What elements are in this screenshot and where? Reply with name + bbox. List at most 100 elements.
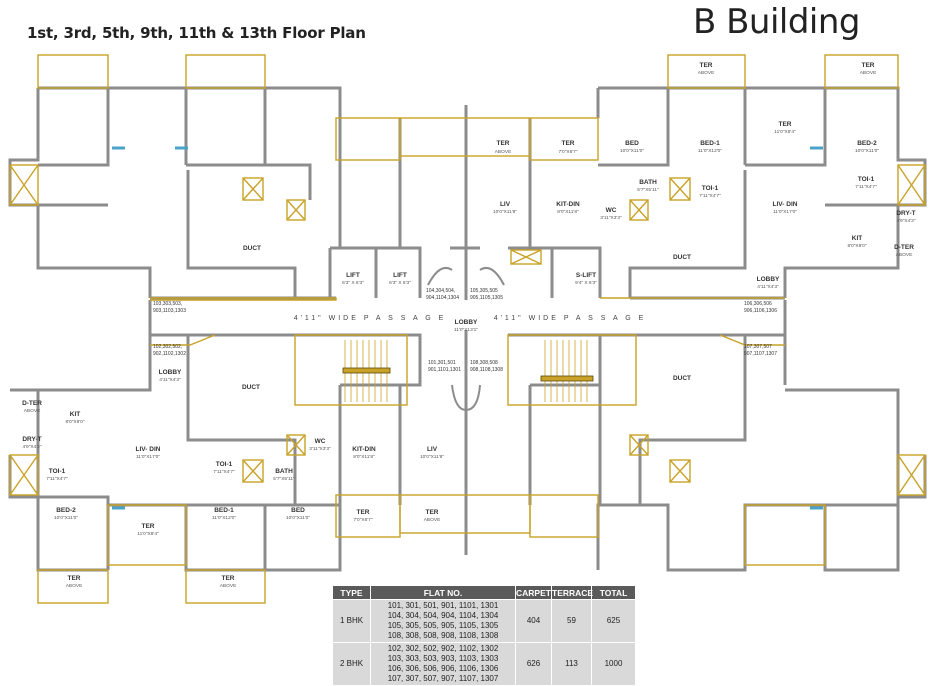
bed-1-top-right: BED-1	[700, 140, 720, 147]
liv-din-top-right-dim: 11'0"X17'0"	[773, 209, 797, 215]
bed-bottom-left: BED	[291, 507, 305, 514]
flats-center-left2-l2: 901,1101,1301	[428, 367, 461, 373]
kit-din-bottom: KIT-DIN	[352, 446, 376, 453]
flats-mid-left-l2: 902,1102,1302	[153, 351, 186, 357]
bed-2-bottom-left: BED-2	[56, 507, 76, 514]
flats-top-right-l1: 106,306,506	[744, 301, 772, 307]
flat-line: 106, 306, 506, 906, 1106, 1306	[387, 664, 499, 673]
row-terrace: 113	[551, 642, 592, 686]
kit-bottom-left-dim: 8'0"X9'0"	[65, 419, 84, 425]
s-lift: S-LIFT	[576, 272, 596, 279]
terraces	[9, 54, 926, 604]
table-row: 1 BHK 101, 301, 501, 901, 1101, 1301 104…	[332, 599, 636, 643]
bath-bottom-left: BATH	[275, 468, 293, 475]
bed-top-right: BED	[625, 140, 639, 147]
row-flat-no: 101, 301, 501, 901, 1101, 1301 104, 304,…	[370, 599, 516, 643]
row-total: 1000	[591, 642, 636, 686]
bed-2-top-right: BED-2	[857, 140, 877, 147]
row-type: 1 BHK	[332, 599, 371, 643]
ter-bottom-left-inner: TER	[142, 523, 155, 530]
d-ter-top-right-note: ABOVE	[896, 252, 913, 258]
header-total: TOTAL	[591, 585, 636, 600]
ter-bottom-small: TER	[357, 509, 370, 516]
ter-bottom-left-inner-dim: 11'0"X8'4"	[137, 531, 159, 537]
passage-left: 4'11" WIDE P A S S A G E	[294, 315, 447, 322]
duct-top-right: DUCT	[673, 254, 691, 261]
ter-above-bl1: TER	[68, 575, 81, 582]
header-flat-no: FLAT NO.	[370, 585, 516, 600]
dry-t-bottom-left-dim: 4'9"X4'3"	[22, 444, 41, 450]
header-carpet: CARPET	[515, 585, 552, 600]
header-type: TYPE	[332, 585, 371, 600]
ter-above-tr2: TER	[862, 62, 875, 69]
ter-top-right-small-dim: 7'0"X6'7"	[558, 149, 577, 155]
dry-t-bottom-left: DRY-T	[22, 436, 41, 443]
lift-2: LIFT	[393, 272, 407, 279]
row-carpet: 404	[515, 599, 552, 643]
area-table: TYPE FLAT NO. CARPET TERRACE TOTAL 1 BHK…	[332, 585, 636, 686]
lobby-center: LOBBY	[455, 319, 478, 326]
ter-above-tr2-note: ABOVE	[860, 70, 877, 76]
lobby-center-dim: 11'0"X13'1"	[454, 327, 478, 333]
ter-above-bl2-note: ABOVE	[220, 583, 237, 589]
lobby-right-dim: 4'11"X4'3"	[757, 284, 779, 290]
kit-top-right: KIT	[852, 235, 863, 242]
flats-top-left-l2: 903,1103,1303	[153, 308, 186, 314]
lobby-curves	[427, 266, 505, 411]
ter-top-center-note: ABOVE	[495, 149, 512, 155]
plan-title: 1st, 3rd, 5th, 9th, 11th & 13th Floor Pl…	[27, 24, 366, 42]
kit-din-top-dim: 8'0"X11'8"	[557, 209, 579, 215]
flat-line: 102, 302, 502, 902, 1102, 1302	[387, 644, 499, 653]
ter-top-right-inner: TER	[779, 121, 792, 128]
flats-center-left1-l2: 904,1104,1304	[426, 295, 459, 301]
flats-center-right1-l2: 905,1105,1305	[470, 295, 503, 301]
ter-above-bl1-note: ABOVE	[66, 583, 83, 589]
flats-center-right2-l2: 908,1108,1308	[470, 367, 503, 373]
stair-handrail-left	[342, 367, 391, 374]
ter-bottom-center: TER	[426, 509, 439, 516]
liv-din-top-right: LIV- DIN	[773, 201, 798, 208]
ter-bottom-small-dim: 7'0"X6'7"	[353, 517, 372, 523]
flat-line: 101, 301, 501, 901, 1101, 1301	[387, 601, 499, 610]
wc-bottom-dim: 3'11"X3'3"	[309, 446, 331, 452]
liv-top: LIV	[500, 201, 511, 208]
flats-top-right-l2: 906,1106,1306	[744, 308, 777, 314]
flats-center-right2-l1: 108,308,508	[470, 360, 498, 366]
toi-1-top-right-2: TOI-1	[858, 176, 875, 183]
bed-2-bottom-left-dim: 10'0"X11'0"	[54, 515, 78, 521]
dry-t-top-right: DRY-T	[896, 210, 915, 217]
flat-line: 103, 303, 503, 903, 1103, 1303	[387, 654, 499, 663]
toi-1-top-right: TOI-1	[702, 185, 719, 192]
row-carpet: 626	[515, 642, 552, 686]
windows	[112, 146, 823, 510]
toi-1-bottom-left: TOI-1	[49, 468, 66, 475]
d-ter-bottom-left-note: ABOVE	[24, 408, 41, 414]
liv-din-bottom-left: LIV- DIN	[136, 446, 161, 453]
stair-handrail-right	[540, 375, 594, 382]
liv-din-bottom-left-dim: 11'0"X17'0"	[136, 454, 160, 460]
duct-bottom-left: DUCT	[242, 384, 260, 391]
ter-above-tr1-note: ABOVE	[698, 70, 715, 76]
row-terrace: 59	[551, 599, 592, 643]
bed-bottom-left-dim: 10'0"X11'0"	[286, 515, 310, 521]
kit-din-top: KIT-DIN	[556, 201, 580, 208]
ter-top-center: TER	[497, 140, 510, 147]
liv-bottom: LIV	[427, 446, 438, 453]
lobby-left-dim: 4'11"X4'3"	[159, 377, 181, 383]
kit-top-right-dim: 8'0"X9'0"	[847, 243, 866, 249]
toi-1-top-right-dim: 7'11"X4'7"	[699, 193, 721, 199]
toi-1-bottom-left-dim: 7'11"X4'7"	[46, 476, 68, 482]
flats-mid-left-l1: 102,302,502,	[153, 344, 182, 350]
kit-bottom-left: KIT	[70, 411, 81, 418]
d-ter-top-right: D-TER	[894, 244, 914, 251]
flats-mid-right-l2: 907,1107,1307	[744, 351, 777, 357]
duct-top-left: DUCT	[243, 245, 261, 252]
flat-line: 104, 304, 504, 904, 1104, 1304	[387, 611, 499, 620]
duct-bottom-right: DUCT	[673, 375, 691, 382]
passage-right: 4'11" WIDE P A S S A G E	[494, 315, 647, 322]
bath-bottom-left-dim: 5'7"X5'11"	[273, 476, 295, 482]
table-header-row: TYPE FLAT NO. CARPET TERRACE TOTAL	[332, 585, 636, 600]
bed-1-bottom-left-dim: 11'0"X12'0"	[212, 515, 236, 521]
room-labels: TER ABOVE TER 7'0"X6'7" LIV 10'0"X11'8" …	[22, 62, 916, 589]
